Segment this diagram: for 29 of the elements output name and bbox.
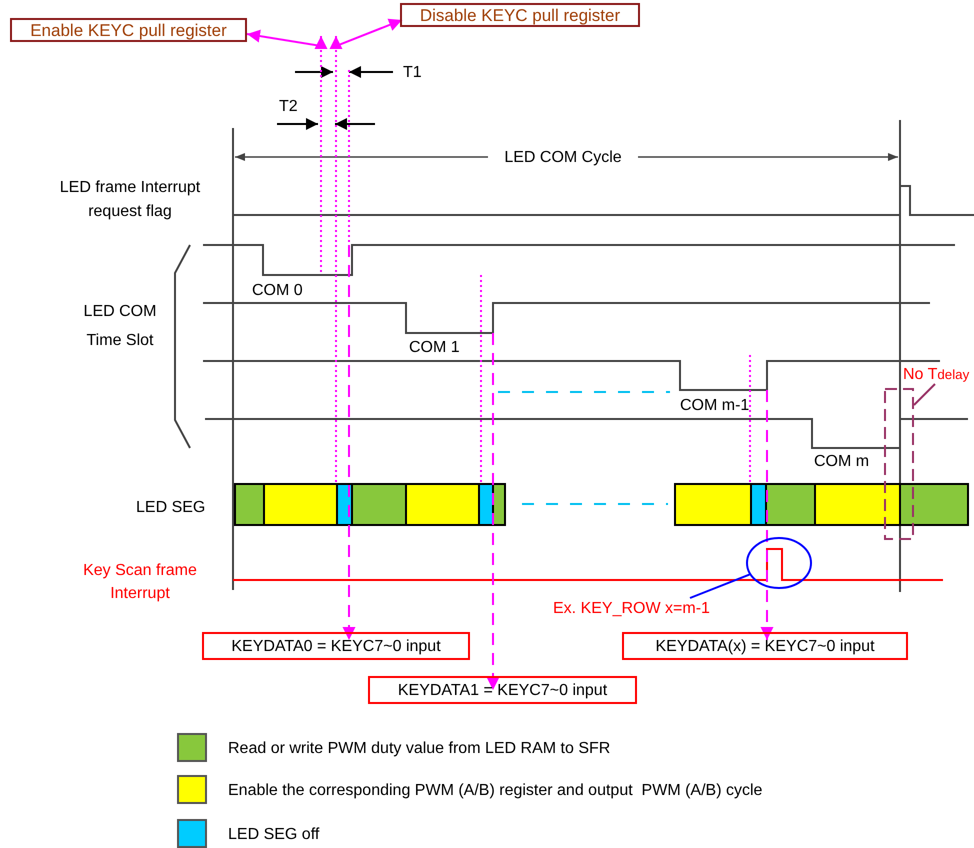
slot-label: COM m-1 xyxy=(680,396,750,415)
slot-label: COM 0 xyxy=(252,281,304,300)
leader-line xyxy=(913,383,936,406)
arrow xyxy=(246,30,328,49)
arrow xyxy=(760,390,774,640)
leader-line xyxy=(690,574,750,599)
dashed-highlight-box xyxy=(884,388,914,540)
dimension-label: T2 xyxy=(279,97,299,116)
highlight-ellipse xyxy=(746,537,812,589)
signal-name: LED frame Interrupt request flag xyxy=(58,178,202,222)
signal-name: LED COM Time Slot xyxy=(82,302,158,351)
annotation-text: Ex. KEY_ROW x=m-1 xyxy=(553,598,743,618)
register-note-box: Enable KEYC pull register xyxy=(10,18,247,42)
signal-name: Key Scan frame Interrupt xyxy=(82,561,198,604)
slot-label: COM m xyxy=(814,452,870,471)
signal-name: LED SEG xyxy=(136,498,206,517)
dimension-label: T1 xyxy=(403,63,423,82)
keydata-box: KEYDATA0 = KEYC7~0 input xyxy=(202,632,470,660)
keydata-box: KEYDATA1 = KEYC7~0 input xyxy=(368,676,637,704)
arrow xyxy=(486,333,500,690)
register-note-box: Disable KEYC pull register xyxy=(400,3,640,27)
slot-label: COM 1 xyxy=(409,338,461,357)
legend-text: Read or write PWM duty value from LED RAM to SFR xyxy=(228,739,610,758)
keydata-box: KEYDATA(x) = KEYC7~0 input xyxy=(622,632,908,660)
arrow xyxy=(342,245,356,640)
legend-text: Enable the corresponding PWM (A/B) register and output PWM (A/B) cycle xyxy=(228,781,762,800)
dimension-label: LED COM Cycle xyxy=(488,148,638,167)
arrow xyxy=(330,18,402,49)
legend-text: LED SEG off xyxy=(228,825,320,844)
